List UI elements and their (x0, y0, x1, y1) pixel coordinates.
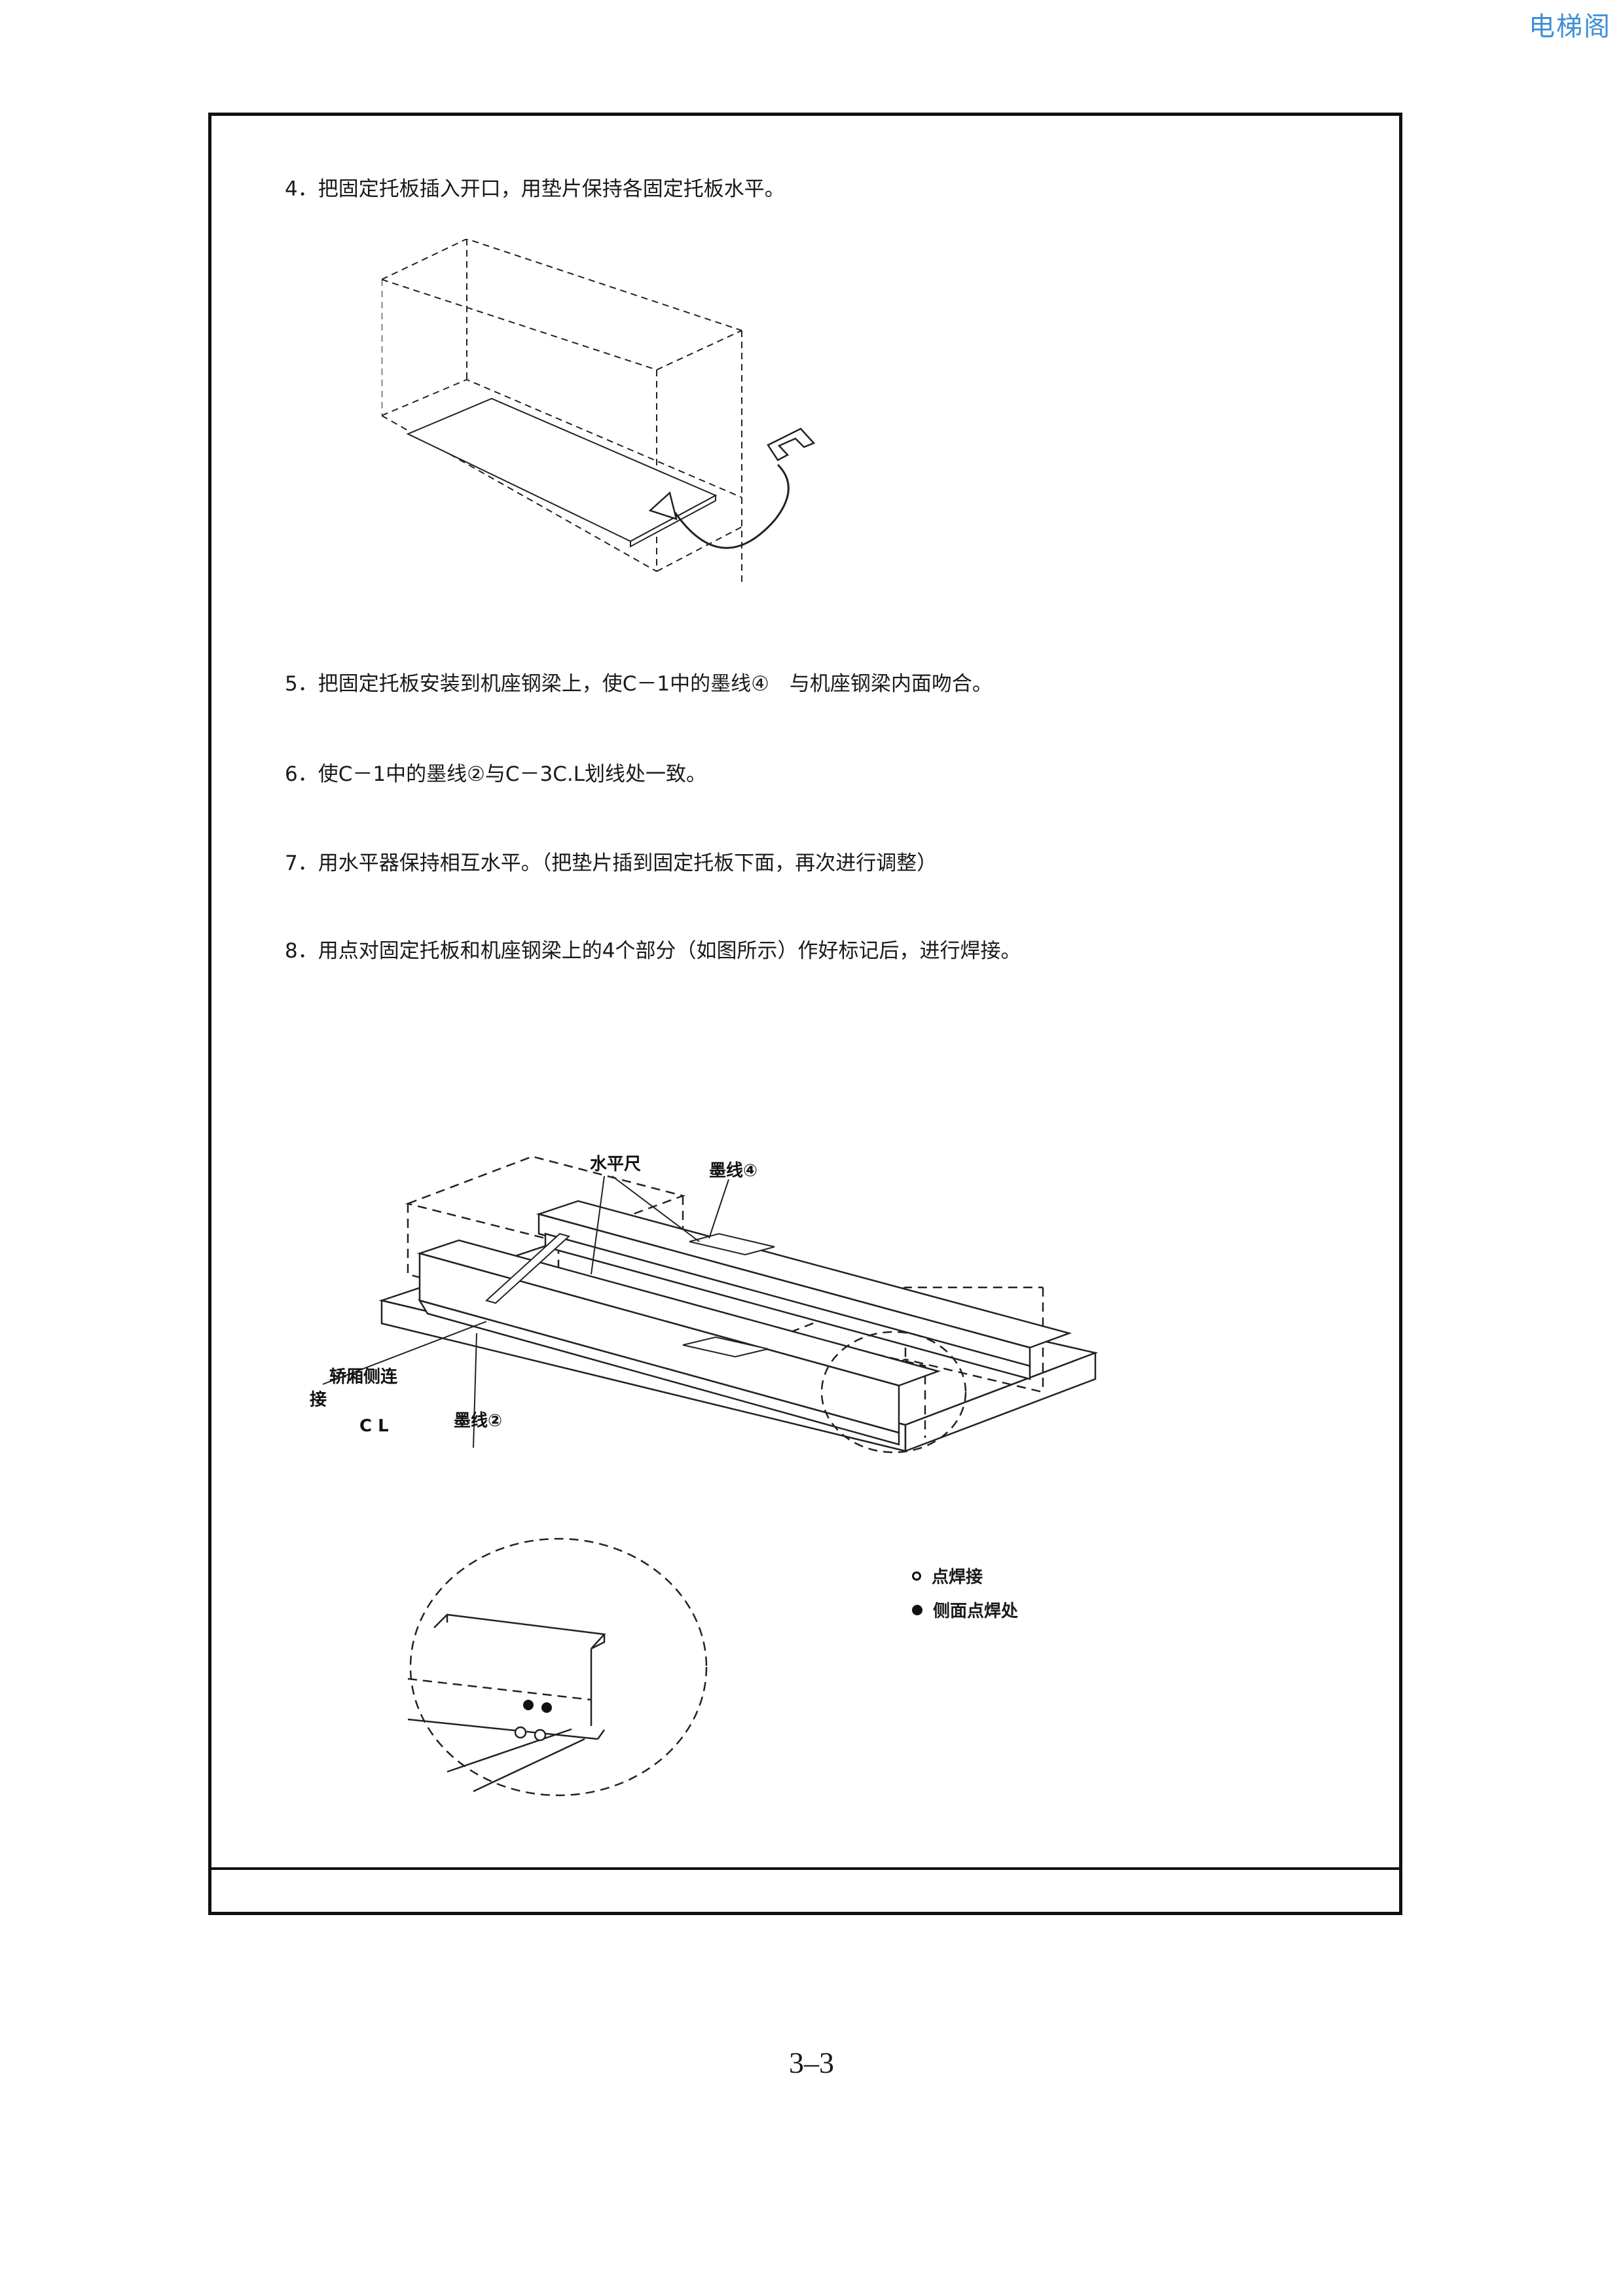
frame-footer-rule (211, 1867, 1399, 1870)
label-line2: 墨线② (454, 1411, 502, 1431)
legend-spot-weld-label: 点焊接 (932, 1568, 983, 1587)
step-6-text: 6．使C－1中的墨线②与C－3C.L划线处一致。 (285, 762, 707, 786)
step-4-text: 4．把固定托板插入开口，用垫片保持各固定托板水平。 (285, 177, 785, 201)
label-level: 水平尺 (590, 1155, 641, 1174)
page-number: 3–3 (789, 2046, 834, 2079)
figure-plate-insertion (382, 239, 816, 583)
label-line4: 墨线④ (709, 1161, 757, 1181)
step-8-text: 8．用点对固定托板和机座钢梁上的4个部分（如图所示）作好标记后，进行焊接。 (285, 939, 1021, 963)
step-5-text: 5．把固定托板安装到机座钢梁上，使C－1中的墨线④ 与机座钢梁内面吻合。 (285, 672, 993, 696)
figure-beam-assembly: 水平尺 墨线④ 轿厢侧连 接 C L 墨线② (310, 1155, 1099, 1454)
label-cl: C L (359, 1416, 389, 1436)
legend-side-spot-weld: 侧面点焊处 (912, 1598, 1018, 1622)
legend-spot-weld: 点焊接 (912, 1564, 983, 1588)
watermark: 电梯阁 (1529, 12, 1611, 42)
figure-weld-detail (408, 1537, 708, 1797)
legend-side-spot-weld-label: 侧面点焊处 (933, 1602, 1019, 1621)
content-frame: 4．把固定托板插入开口，用垫片保持各固定托板水平。 5．把固定托板安装到机座钢梁… (208, 113, 1402, 1915)
open-circle-icon (912, 1571, 921, 1581)
label-car-side-2: 接 (310, 1390, 327, 1410)
label-car-side-1: 轿厢侧连 (329, 1367, 398, 1387)
step-7-text: 7．用水平器保持相互水平。（把垫片插到固定托板下面，再次进行调整） (285, 852, 938, 875)
filled-circle-icon (912, 1604, 922, 1615)
